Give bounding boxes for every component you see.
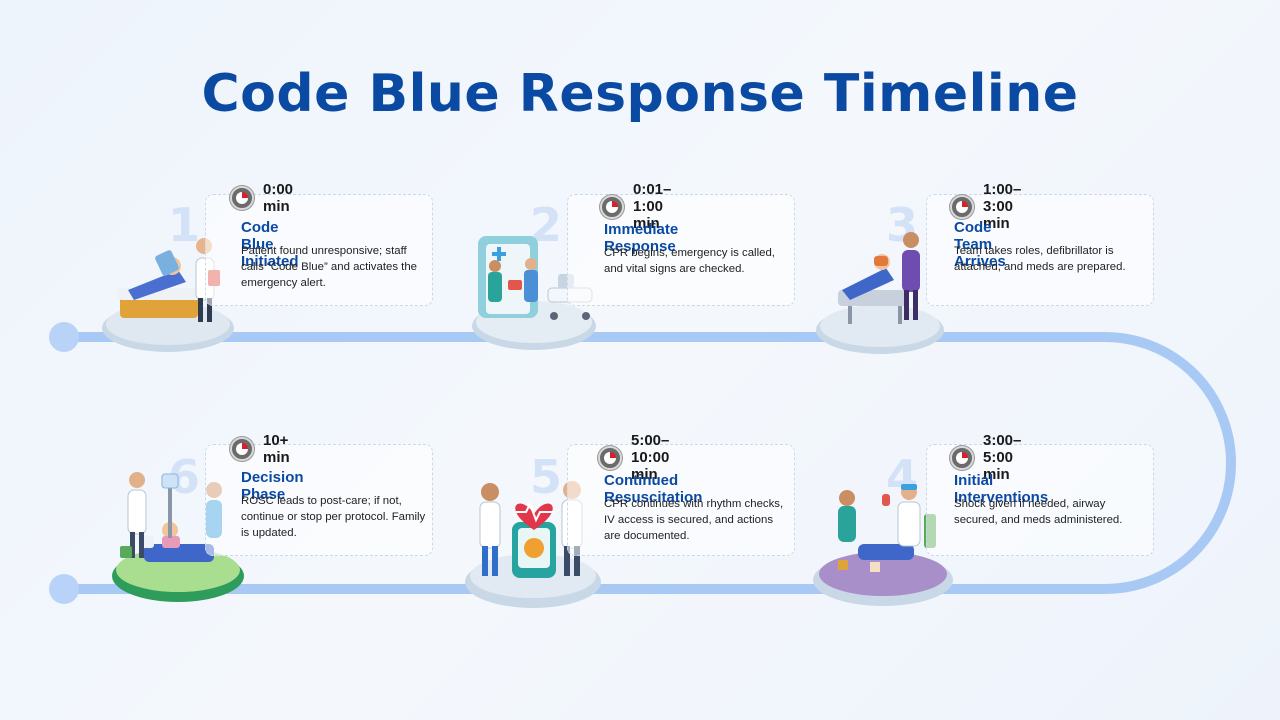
timeline-end-node <box>49 574 79 604</box>
step-description: ROSC leads to post-care; if not, continu… <box>241 495 426 539</box>
clock-icon <box>950 445 974 470</box>
interventions-illustration <box>813 484 953 606</box>
step-time-label: 0:01–1:00 min <box>633 181 672 232</box>
clock-icon <box>950 194 974 219</box>
step-title: Continued Resuscitation <box>604 472 703 506</box>
step-time: 0:00 min <box>230 181 293 215</box>
step-description: Shock given if needed, airway secured, a… <box>954 498 1123 526</box>
step-time: 5:00–10:00 min <box>598 432 669 483</box>
step-card <box>205 194 433 306</box>
step-title: Code Team Arrives <box>954 219 1006 270</box>
step-description: Team takes roles, defibrillator is attac… <box>954 245 1126 273</box>
step-description: CPR begins, emergency is called, and vit… <box>604 247 775 275</box>
step-time-label: 3:00–5:00 min <box>983 432 1022 483</box>
step-number: 5 <box>530 450 563 504</box>
step-card <box>205 444 433 556</box>
step-time-label: 10+ min <box>263 432 290 466</box>
step-description: CPR continues with rhythm checks, IV acc… <box>604 498 784 542</box>
clock-icon <box>230 186 254 210</box>
step-number: 1 <box>168 198 201 252</box>
step-title: Initial Interventions <box>954 472 1049 506</box>
step-title: Code Blue Initiated <box>241 219 299 270</box>
step-time-label: 5:00–10:00 min <box>631 432 670 483</box>
step-time: 3:00–5:00 min <box>950 432 1021 483</box>
clock-icon <box>598 445 622 470</box>
page-title: Code Blue Response Timeline <box>201 64 1079 124</box>
clock-icon <box>230 437 254 461</box>
step-time: 1:00–3:00 min <box>950 181 1021 232</box>
step-title: Decision Phase <box>241 469 304 503</box>
step-time: 10+ min <box>230 432 290 466</box>
step-title: Immediate Response <box>604 221 679 255</box>
step-time: 0:01–1:00 min <box>600 181 671 232</box>
step-time-label: 1:00–3:00 min <box>983 181 1022 232</box>
timeline-start-node <box>49 322 79 352</box>
emergency-room-illustration <box>472 236 596 350</box>
resuscitation-illustration <box>465 481 601 608</box>
step-time-label: 0:00 min <box>263 181 294 215</box>
code-team-illustration <box>816 232 944 354</box>
step-description: Patient found unresponsive; staff calls … <box>241 245 418 289</box>
clock-icon <box>600 194 624 219</box>
